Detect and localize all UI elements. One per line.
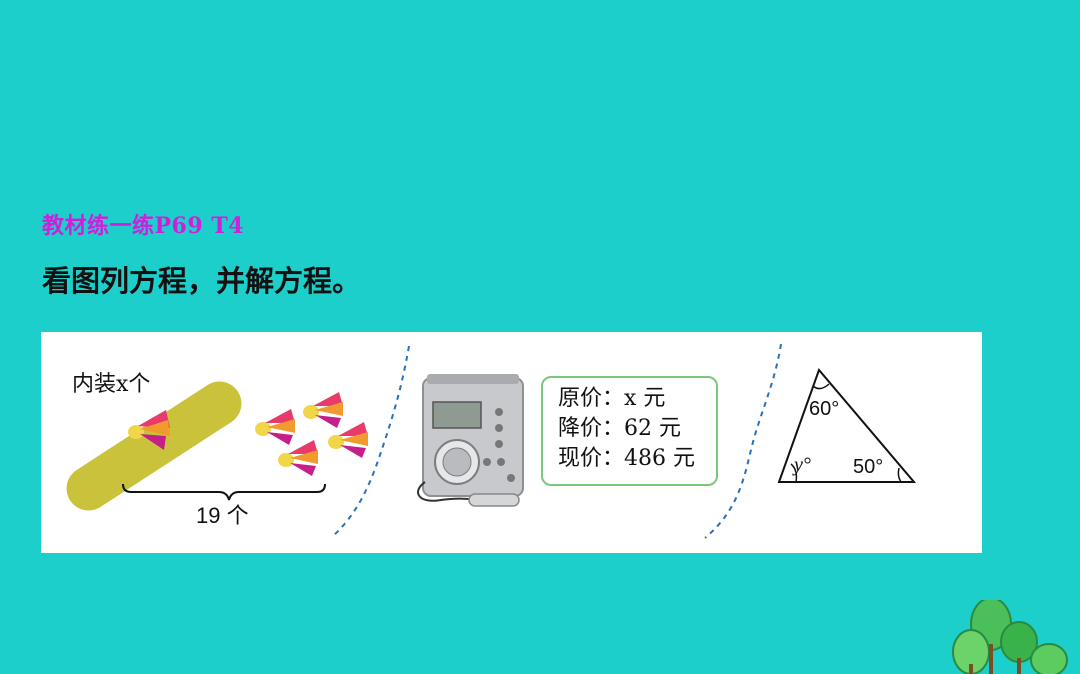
shuttlecock-icon bbox=[303, 392, 343, 428]
tube-label: 内装x个 bbox=[72, 372, 151, 397]
trees-decoration bbox=[952, 600, 1068, 674]
brace bbox=[122, 483, 326, 501]
divider-line bbox=[332, 345, 410, 537]
price-box: 原价：x 元 降价：62 元 现价：486 元 bbox=[541, 376, 718, 486]
instruction-text: 看图列方程，并解方程。 bbox=[42, 264, 362, 298]
shuttlecock-icon bbox=[255, 409, 295, 445]
shuttlecock-in-tube-icon bbox=[128, 410, 170, 450]
shuttlecock-icon bbox=[278, 440, 318, 476]
shuttlecock-icon bbox=[328, 422, 368, 458]
price-reduction: 降价：62 元 bbox=[558, 416, 681, 441]
angle-right-label: 50° bbox=[853, 456, 884, 478]
figure-illustrations bbox=[66, 343, 917, 539]
md-player-icon bbox=[417, 374, 524, 507]
source-tag: 教材练一练P69 T4 bbox=[42, 213, 244, 239]
angle-left-label: y° bbox=[794, 454, 811, 476]
count-label: 19 个 bbox=[196, 503, 249, 528]
figure-panel: 内装x个 19 个 原价：x 元 降价：62 元 现价：486 元 60° 50… bbox=[41, 332, 982, 553]
triangle-figure bbox=[777, 368, 917, 483]
divider-line bbox=[704, 343, 782, 539]
angle-top-label: 60° bbox=[809, 398, 840, 420]
shuttlecock-tube bbox=[66, 381, 242, 511]
current-price: 现价：486 元 bbox=[558, 446, 695, 471]
original-price: 原价：x 元 bbox=[558, 386, 666, 411]
